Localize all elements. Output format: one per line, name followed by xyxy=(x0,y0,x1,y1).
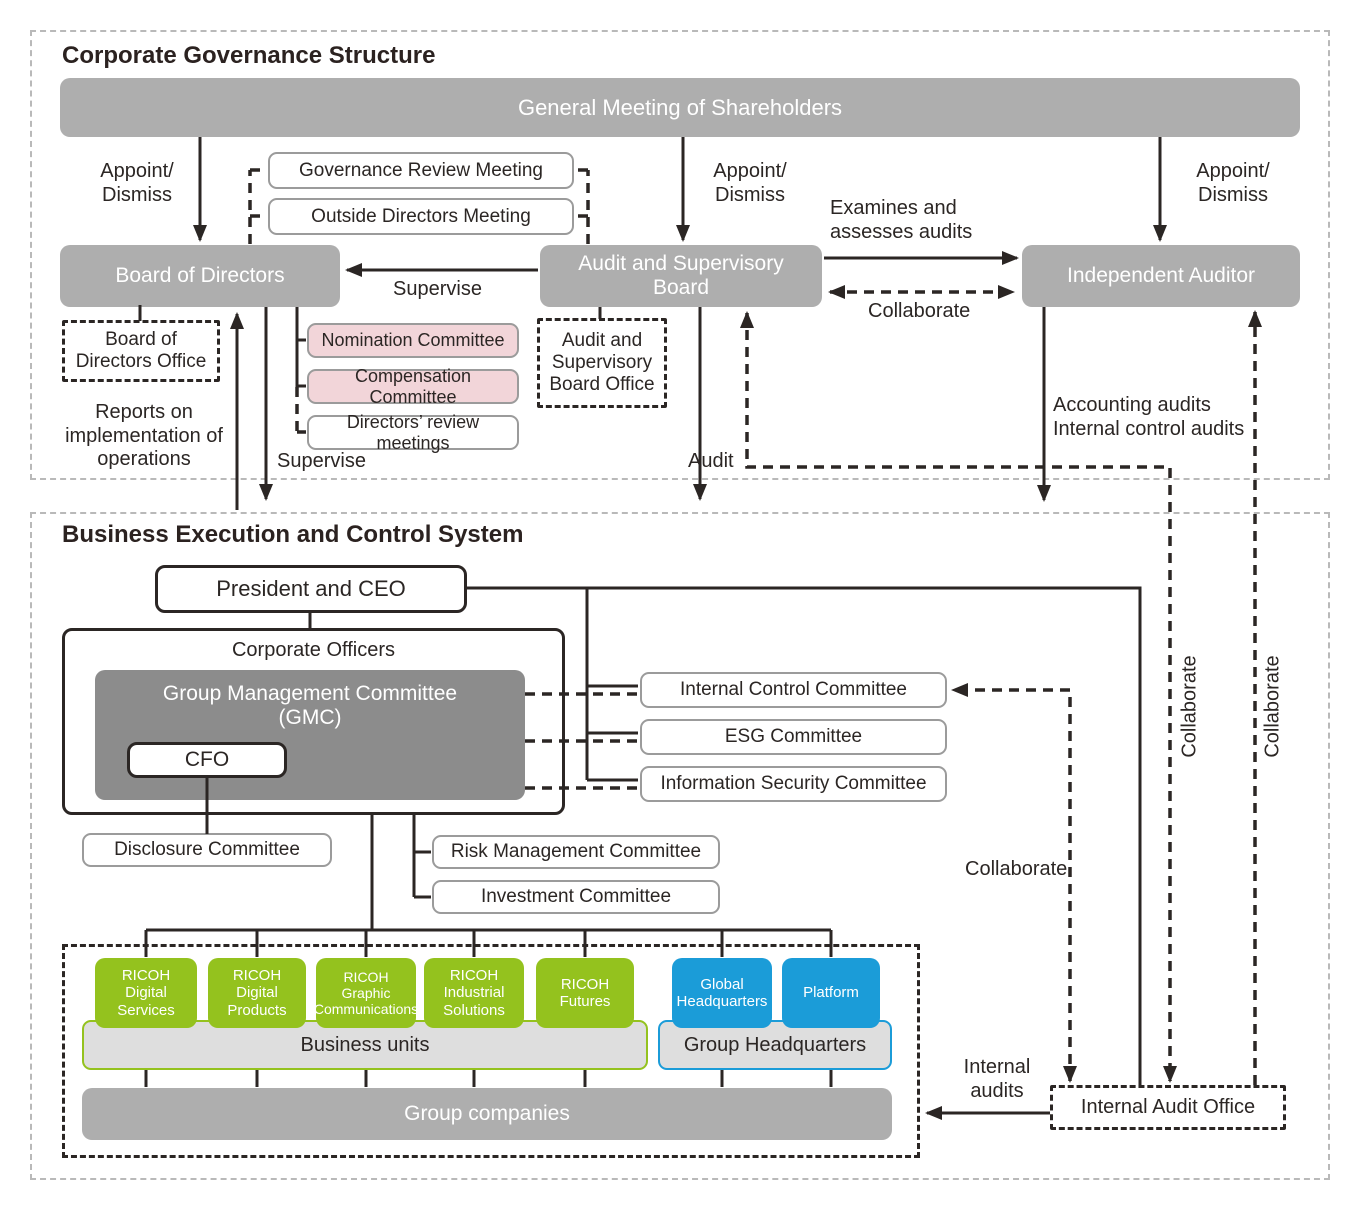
execution-section-frame xyxy=(30,512,1330,1180)
governance-section-frame xyxy=(30,30,1330,480)
label-collaborate-top: Collaborate xyxy=(868,300,971,322)
node-ricoh-digital-products: RICOH Digital Products xyxy=(208,958,306,1028)
bar-group-companies: Group companies xyxy=(82,1088,892,1140)
node-nomination-committee: Nomination Committee xyxy=(307,323,519,358)
node-board-of-directors-office: Board of Directors Office xyxy=(62,320,220,382)
node-ricoh-digital-services: RICOH Digital Services xyxy=(95,958,197,1028)
node-risk-management-committee: Risk Management Committee xyxy=(432,835,720,869)
label-appoint-dismiss-middle: Appoint/ Dismiss xyxy=(713,160,787,206)
node-ricoh-futures: RICOH Futures xyxy=(536,958,634,1028)
node-governance-review-meeting: Governance Review Meeting xyxy=(268,152,574,189)
label-accounting-audits: Accounting audits Internal control audit… xyxy=(1053,394,1245,440)
node-investment-committee: Investment Committee xyxy=(432,880,720,914)
node-compensation-committee: Compensation Committee xyxy=(307,366,519,407)
node-directors-review-meetings: Directors’ review meetings xyxy=(307,412,519,453)
node-esg-committee: ESG Committee xyxy=(640,719,947,755)
node-audit-supervisory-board-office: Audit and Supervisory Board Office xyxy=(537,318,667,408)
node-internal-audit-office: Internal Audit Office xyxy=(1050,1085,1286,1130)
node-cfo: CFO xyxy=(127,742,287,778)
label-supervise-top: Supervise xyxy=(393,278,482,300)
label-collaborate-mid: Collaborate xyxy=(965,858,1068,880)
label-reports-on-implementation: Reports on implementation of operations xyxy=(65,401,223,471)
governance-section-title: Corporate Governance Structure xyxy=(62,42,436,69)
node-information-security-committee: Information Security Committee xyxy=(640,766,947,802)
node-independent-auditor: Independent Auditor xyxy=(1022,245,1300,307)
node-global-headquarters: Global Headquarters xyxy=(672,958,772,1028)
label-appoint-dismiss-left: Appoint/ Dismiss xyxy=(100,160,174,206)
label-collaborate-vertical-1: Collaborate xyxy=(1178,655,1201,758)
node-platform: Platform xyxy=(782,958,880,1028)
node-audit-supervisory-board: Audit and Supervisory Board xyxy=(540,245,822,307)
label-collaborate-vertical-2: Collaborate xyxy=(1261,655,1284,758)
label-appoint-dismiss-right: Appoint/ Dismiss xyxy=(1196,160,1270,206)
label-examines-assesses: Examines and assesses audits xyxy=(830,197,973,243)
label-internal-audits: Internal audits xyxy=(963,1056,1031,1102)
node-ricoh-industrial-solutions: RICOH Industrial Solutions xyxy=(424,958,524,1028)
node-board-of-directors: Board of Directors xyxy=(60,245,340,307)
label-audit: Audit xyxy=(688,450,734,472)
label-supervise-down: Supervise xyxy=(277,450,366,472)
node-disclosure-committee: Disclosure Committee xyxy=(82,833,332,867)
node-group-management-committee: Group Management Committee (GMC) xyxy=(95,670,525,800)
node-general-meeting-of-shareholders: General Meeting of Shareholders xyxy=(60,78,1300,137)
node-ricoh-graphic-communications: RICOH Graphic Communications xyxy=(314,958,418,1028)
node-internal-control-committee: Internal Control Committee xyxy=(640,672,947,708)
execution-section-title: Business Execution and Control System xyxy=(62,521,524,548)
node-president-and-ceo: President and CEO xyxy=(155,565,467,613)
node-outside-directors-meeting: Outside Directors Meeting xyxy=(268,198,574,235)
